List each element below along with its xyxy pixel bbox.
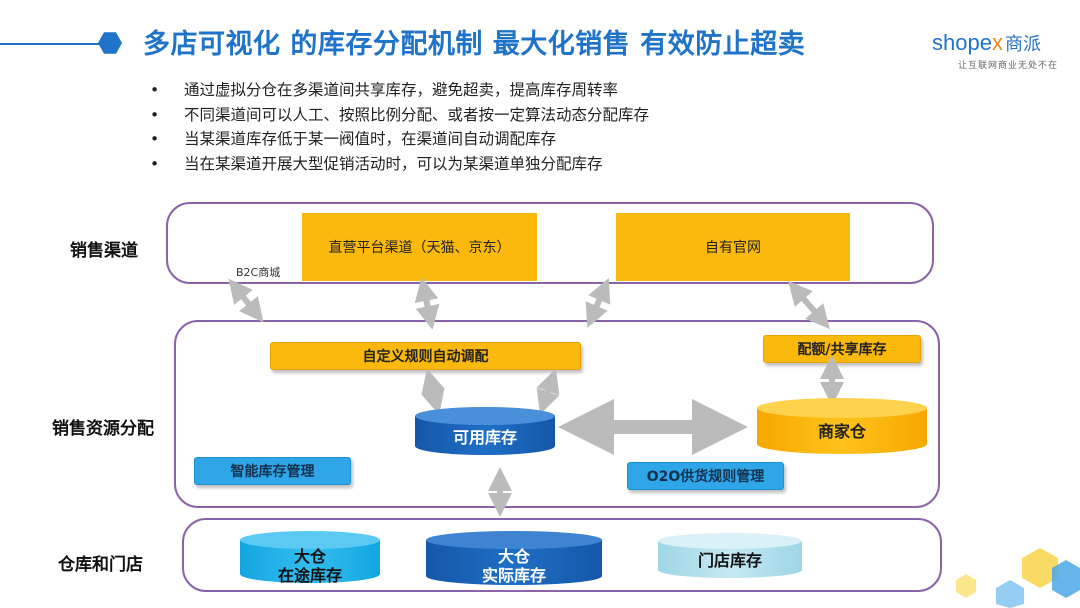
- b2c-label: B2C商城: [236, 266, 281, 279]
- direct-arrow: [414, 277, 440, 330]
- row-label-warehouse: 仓库和门店: [58, 555, 143, 575]
- bullet-dot-icon: •: [150, 81, 160, 99]
- title-accent-line: [0, 43, 100, 45]
- logo-slogan: 让互联网商业无处不在: [958, 61, 1059, 71]
- direct-channel-box: 直营平台渠道（天猫、京东）: [302, 213, 537, 281]
- official-site-box: 自有官网: [616, 213, 850, 281]
- row-label-sales-channel: 销售渠道: [70, 241, 138, 261]
- logo-text: shope: [932, 30, 992, 55]
- store-inventory-label: 门店库存: [697, 550, 762, 570]
- bullet-item: •当某渠道库存低于某一阀值时，在渠道间自动调配库存: [150, 130, 557, 148]
- actual-warehouse-label: 大仓 实际库存: [481, 547, 546, 585]
- available-inventory-label: 可用库存: [452, 427, 517, 447]
- page-title: 多店可视化 的库存分配机制 最大化销售 有效防止超卖: [143, 29, 806, 60]
- bullet-list: •通过虚拟分仓在多渠道间共享库存，避免超卖，提高库存周转率 •不同渠道间可以人工…: [150, 78, 649, 176]
- decorative-hexagons: [956, 548, 1080, 608]
- hexagon-icon: [98, 32, 122, 54]
- bullet-dot-icon: •: [150, 154, 160, 173]
- logo-x: x: [991, 30, 1003, 55]
- rule-left-arrow: [421, 368, 445, 415]
- quota-top-arrow: [788, 280, 830, 330]
- warehouse-panel: [182, 518, 942, 592]
- bullet-item: •通过虚拟分仓在多渠道间共享库存，避免超卖，提高库存周转率: [150, 81, 619, 99]
- merchant-warehouse-cylinder: [757, 398, 927, 454]
- available-inventory-cylinder: [415, 407, 555, 455]
- logo-cn: 商派: [1004, 34, 1041, 54]
- store-inventory-cylinder: [658, 533, 802, 578]
- resource-panel: [174, 320, 940, 508]
- o2o-rule-box: O2O供货规则管理: [627, 462, 784, 490]
- rule-right-arrow: [536, 368, 560, 415]
- row-label-resource: 销售资源分配: [52, 419, 154, 439]
- smart-inventory-box: 智能库存管理: [194, 457, 351, 485]
- transit-warehouse-cylinder: [240, 531, 380, 583]
- b2c-arrow: [228, 278, 264, 323]
- bullet-dot-icon: •: [150, 105, 160, 124]
- bullet-dot-icon: •: [150, 130, 160, 148]
- official-arrow: [585, 277, 611, 329]
- bullet-item: •不同渠道间可以人工、按照比例分配、或者按一定算法动态分配库存: [150, 105, 650, 124]
- bullet-item: •当在某渠道开展大型促销活动时，可以为某渠道单独分配库存: [150, 154, 603, 173]
- transit-warehouse-label: 大仓 在途库存: [277, 547, 342, 585]
- actual-warehouse-cylinder: [426, 531, 602, 585]
- sales-channel-panel: [166, 202, 934, 284]
- merchant-warehouse-label: 商家仓: [817, 421, 866, 441]
